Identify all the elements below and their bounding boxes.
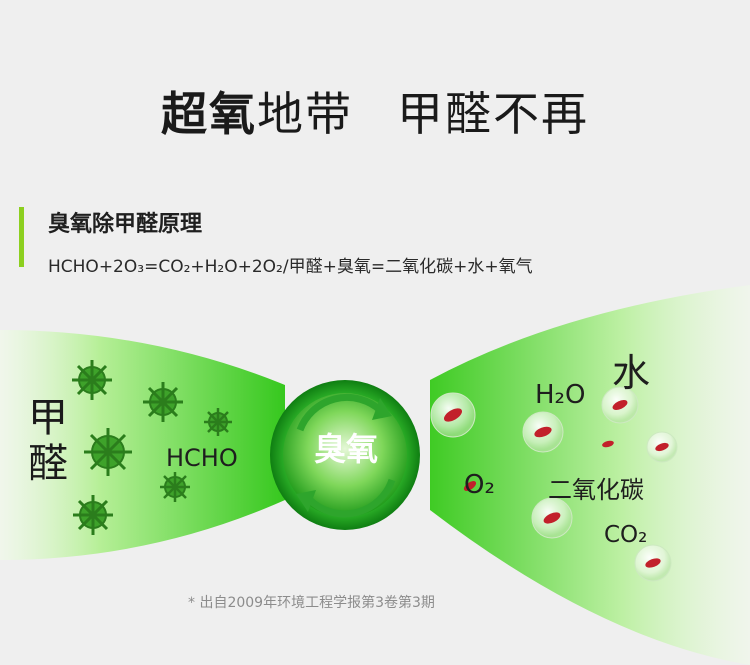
co2-label: CO₂ [604,522,648,548]
h2o-label: H₂O [535,380,586,410]
virus-icon [72,360,232,535]
headline: 超氧地带甲醛不再 [0,78,750,144]
ozone-ball [283,393,407,517]
headline-second: 甲醛不再 [397,87,589,141]
co2-cn-label: 二氧化碳 [548,476,644,504]
o2-label: O₂ [464,470,495,500]
water-big-label: 水 [612,351,651,395]
footnote: * 出自2009年环境工程学报第3卷第3期 [188,595,435,611]
ozone-diagram [0,285,750,665]
accent-bar [19,207,24,267]
formula: HCHO+2O₃=CO₂+H₂O+2O₂/甲醛+臭氧=二氧化碳+水+氧气 [48,257,533,277]
bubble-icon [430,386,678,582]
left-funnel [0,330,285,560]
hcho-label: HCHO [166,444,238,472]
section-title: 臭氧除甲醛原理 [48,212,203,237]
cycle-arrow-icon [296,393,383,432]
ozone-center-label: 臭氧 [313,430,378,468]
headline-bold: 超氧 [161,87,257,141]
headline-rest: 地带 [257,87,353,141]
formaldehyde-big-label: 甲醛 [28,395,68,487]
